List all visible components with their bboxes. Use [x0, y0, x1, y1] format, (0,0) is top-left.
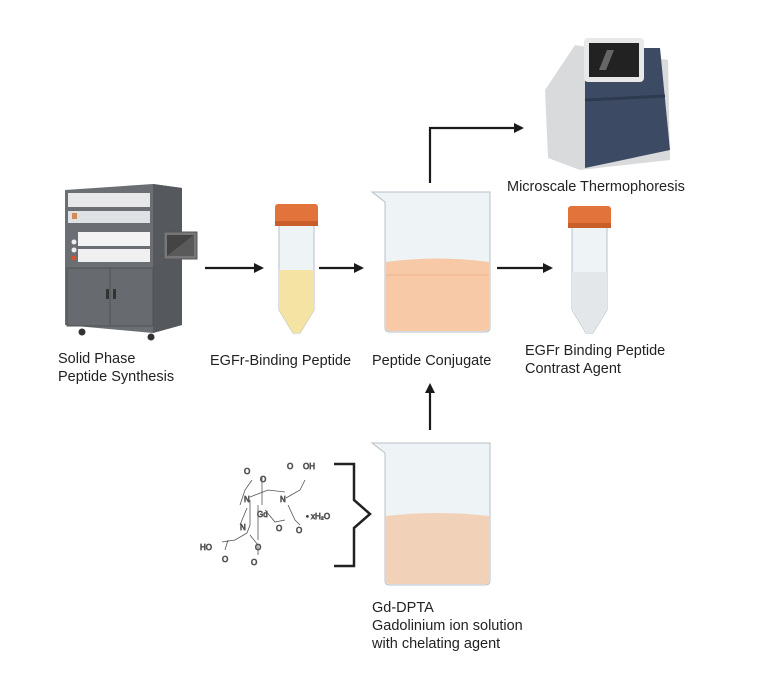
- mst-instrument-icon: [545, 38, 670, 170]
- label-peptide-conjugate: Peptide Conjugate: [372, 353, 492, 369]
- svg-text:O: O: [287, 462, 293, 471]
- label-line: with chelating agent: [372, 636, 501, 652]
- svg-text:O: O: [296, 526, 302, 535]
- arrow-conjugate-to-mst: [428, 123, 524, 183]
- peptide-conjugate-beaker-icon: [370, 191, 491, 333]
- label-line: Peptide Synthesis: [58, 369, 175, 385]
- label-solid-phase-synthesis: Solid Phase Peptide Synthesis: [58, 350, 174, 386]
- svg-text:Gd: Gd: [257, 510, 268, 519]
- svg-text:O: O: [255, 543, 261, 552]
- peptide-synthesizer-icon: [65, 184, 198, 341]
- label-line: Gadolinium ion solution: [372, 618, 523, 634]
- label-line: EGFr Binding Peptide: [525, 343, 666, 359]
- svg-text:HO: HO: [200, 543, 212, 552]
- gd-dpta-beaker-icon: [370, 442, 491, 586]
- contrast-agent-tube-icon: [568, 206, 611, 334]
- svg-text:O: O: [260, 475, 266, 484]
- brace-icon: [334, 462, 372, 568]
- svg-text:OH: OH: [303, 462, 315, 471]
- peptide-tube-icon: [275, 204, 318, 334]
- svg-text:O: O: [276, 524, 282, 533]
- label-contrast-agent: EGFr Binding Peptide Contrast Agent: [525, 342, 665, 378]
- svg-text:• xH₂O: • xH₂O: [306, 512, 330, 521]
- svg-text:N: N: [280, 495, 286, 504]
- svg-text:N: N: [244, 495, 250, 504]
- gd-dtpa-structure: O O O OH N N Gd • xH₂O O O N O HO O O: [200, 462, 331, 568]
- svg-text:O: O: [251, 558, 257, 567]
- svg-text:O: O: [222, 555, 228, 564]
- svg-text:O: O: [244, 467, 250, 476]
- label-line: Solid Phase: [58, 351, 136, 367]
- label-line: Contrast Agent: [525, 361, 621, 377]
- label-gd-dpta: Gd-DPTA Gadolinium ion solution with che…: [372, 599, 523, 653]
- label-microscale-thermophoresis: Microscale Thermophoresis: [507, 179, 685, 195]
- label-line: Gd-DPTA: [372, 600, 434, 616]
- svg-text:N: N: [240, 523, 246, 532]
- label-egfr-binding-peptide: EGFr-Binding Peptide: [210, 353, 352, 369]
